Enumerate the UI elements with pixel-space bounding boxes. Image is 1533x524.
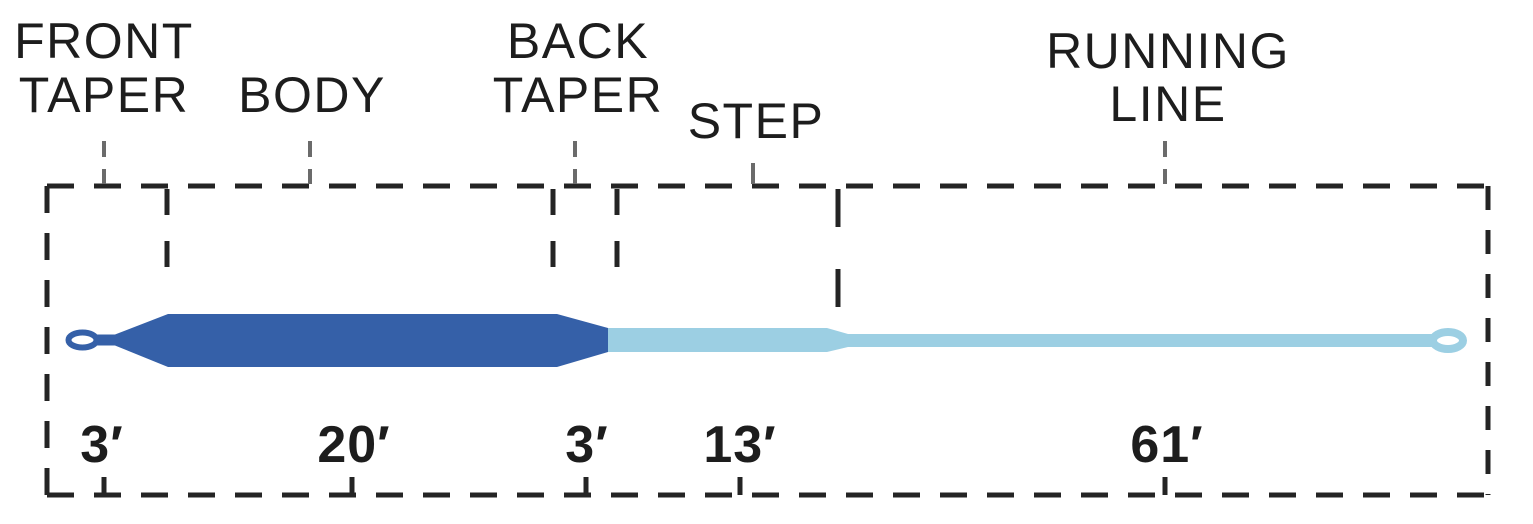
step-shape xyxy=(608,328,827,352)
section-labels: FRONT TAPER BODY BACK TAPER STEP RUNNING… xyxy=(14,13,1290,149)
label-front-taper-line2: TAPER xyxy=(19,67,190,123)
line-head-shape xyxy=(95,314,608,367)
length-body: 20′ xyxy=(317,416,390,474)
back-taper-shape xyxy=(557,314,608,367)
length-running-line: 61′ xyxy=(1130,416,1203,474)
label-step: STEP xyxy=(688,93,825,149)
length-measurements: 3′ 20′ 3′ 13′ 61′ xyxy=(80,416,1203,474)
back-welded-loop xyxy=(1429,328,1467,353)
front-welded-loop xyxy=(65,329,100,351)
label-body: BODY xyxy=(238,67,386,123)
running-line-shape xyxy=(848,334,1433,347)
label-running-line-line2: LINE xyxy=(1109,76,1226,132)
line-running-shape xyxy=(608,328,1433,352)
section-boundaries xyxy=(164,189,841,308)
front-loop-neck xyxy=(95,334,117,346)
body-shape xyxy=(168,314,557,367)
length-step: 13′ xyxy=(703,416,776,474)
front-taper-shape xyxy=(115,314,168,367)
label-front-taper-line1: FRONT xyxy=(14,13,194,69)
step-taper-shape xyxy=(827,328,848,352)
measurement-ticks xyxy=(101,477,1168,495)
length-back-taper: 3′ xyxy=(565,416,608,474)
label-back-taper-line1: BACK xyxy=(507,13,649,69)
length-front-taper: 3′ xyxy=(80,416,123,474)
label-running-line-line1: RUNNING xyxy=(1046,23,1290,79)
measurement-box xyxy=(44,183,1491,498)
label-back-taper-line2: TAPER xyxy=(493,67,664,123)
label-pointers xyxy=(102,141,1167,184)
